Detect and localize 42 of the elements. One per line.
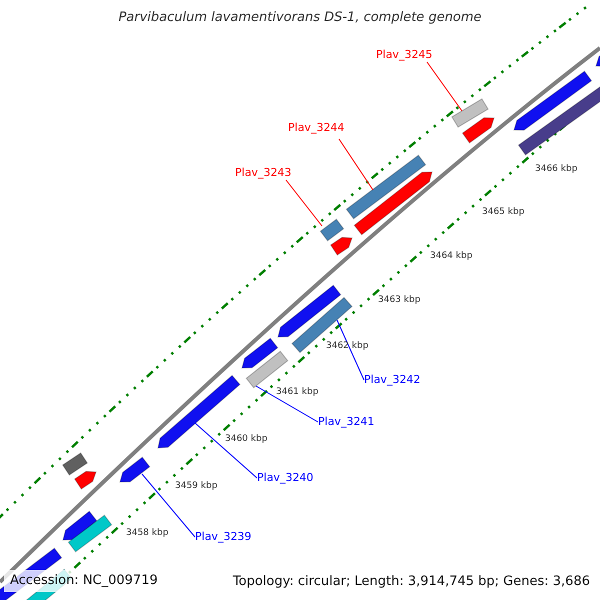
gene-label: Plav_3245 [376, 49, 432, 61]
gene-feature [518, 84, 600, 156]
gene-feature [241, 338, 278, 369]
tick-label: 3463 kbp [378, 295, 420, 305]
gene-feature [62, 510, 98, 541]
gene-feature [68, 514, 112, 552]
gene-label: Plav_3244 [288, 122, 344, 134]
gene-feature [320, 218, 344, 242]
gene-feature [330, 236, 353, 256]
tick-label: 3460 kbp [225, 434, 268, 444]
gene-feature [74, 470, 97, 490]
gene-feature [451, 98, 489, 128]
tick-label: 3458 kbp [126, 528, 168, 538]
leader-line [142, 474, 196, 538]
genome-stats-text: Topology: circular; Length: 3,914,745 bp; Genes: 3,686 [232, 573, 590, 591]
gene-feature [354, 171, 433, 236]
gene-feature [346, 154, 426, 220]
gene-label: Plav_3242 [364, 374, 420, 386]
gene-feature [462, 117, 495, 144]
gene-feature [62, 452, 88, 476]
gene-feature [246, 350, 288, 388]
leader-line [286, 180, 322, 226]
gene-feature [291, 296, 353, 354]
gene-feature [277, 284, 342, 338]
leader-line [256, 386, 318, 422]
gene-label: Plav_3241 [318, 416, 374, 428]
leader-line [426, 62, 462, 112]
gene-feature [119, 456, 150, 482]
tick-label: 3459 kbp [175, 481, 218, 491]
leader-line [338, 138, 374, 190]
tick-label: 3465 kbp [482, 207, 524, 217]
tick-label: 3464 kbp [430, 251, 472, 261]
map-title: Parvibaculum lavamentivorans DS-1, complete genome [118, 9, 482, 27]
gene-label: Plav_3243 [235, 167, 292, 179]
tick-label: 3461 kbp [276, 387, 318, 397]
tick-label: 3462 kbp [326, 341, 368, 351]
leader-line [336, 320, 364, 380]
tick-label: 3466 kbp [535, 164, 578, 174]
gene-label: Plav_3239 [195, 531, 252, 543]
leader-line [194, 422, 258, 478]
gene-label: Plav_3240 [257, 472, 314, 484]
gene-feature [513, 70, 592, 131]
